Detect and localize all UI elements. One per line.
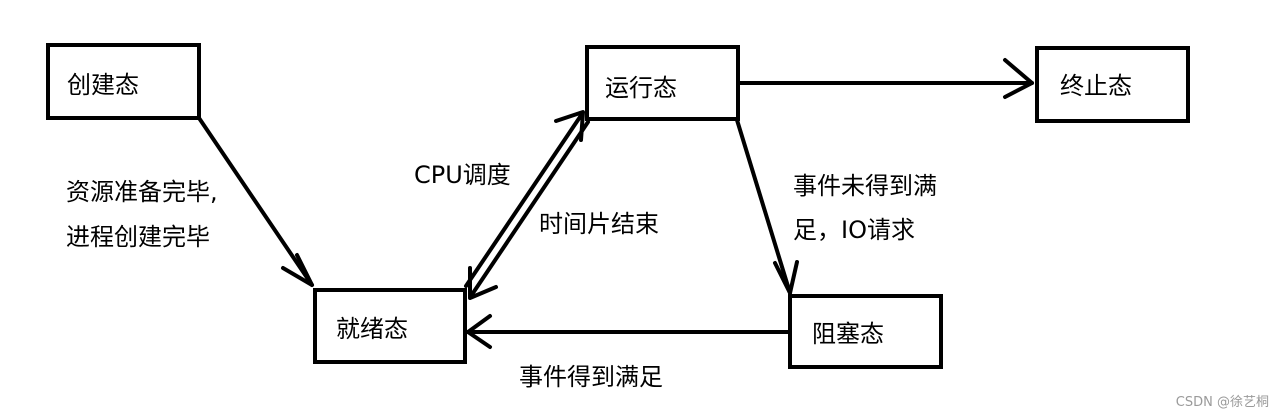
create-state-box xyxy=(46,43,201,120)
blocked-to-ready-label: 事件得到满足 xyxy=(519,363,663,391)
blocked-state-label: 阻塞态 xyxy=(812,320,884,348)
arrow-running-to-terminated xyxy=(736,58,1034,99)
arrow-running-to-ready xyxy=(468,120,590,300)
terminated-state-box xyxy=(1035,46,1190,123)
ready-state-label: 就绪态 xyxy=(336,315,408,343)
watermark: CSDN @徐艺桐 xyxy=(1175,395,1269,410)
running-to-blocked-label-line1: 事件未得到满 xyxy=(793,172,937,200)
create-to-ready-label-line1: 资源准备完毕, xyxy=(66,178,218,206)
arrow-running-to-blocked xyxy=(735,118,799,295)
create-to-ready-label-line2: 进程创建完毕 xyxy=(66,223,210,251)
running-to-ready-label: 时间片结束 xyxy=(539,210,659,238)
ready-state-box xyxy=(313,288,467,364)
terminated-state-label: 终止态 xyxy=(1060,72,1132,100)
arrow-create-to-ready xyxy=(197,116,314,287)
running-state-label: 运行态 xyxy=(605,74,677,102)
arrow-blocked-to-ready xyxy=(466,314,792,349)
create-state-label: 创建态 xyxy=(67,71,139,99)
ready-to-running-label: CPU调度 xyxy=(414,161,511,189)
running-to-blocked-label-line2: 足，IO请求 xyxy=(793,216,915,244)
arrow-ready-to-running xyxy=(464,110,585,288)
